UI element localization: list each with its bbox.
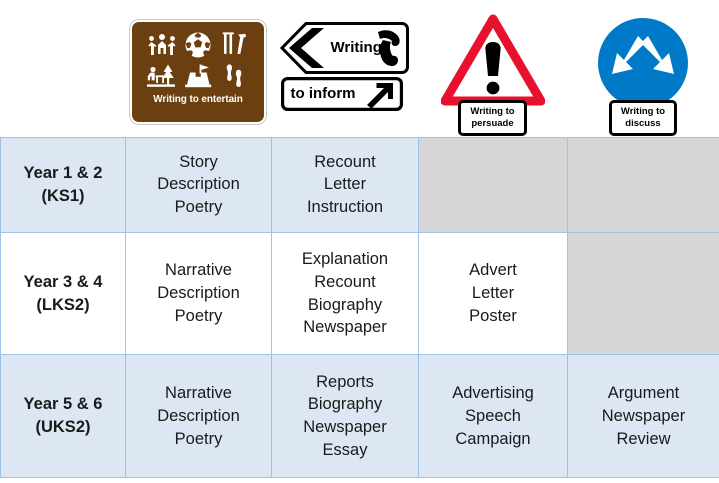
bowling-icon	[226, 64, 242, 87]
row-header-uks2: Year 5 & 6 (UKS2)	[0, 354, 126, 478]
writing-direction-sign: Writing	[279, 22, 409, 74]
sign-writing-to-inform: Writing to inform	[271, 0, 418, 137]
left-chevron-icon	[288, 28, 324, 68]
cricket-icon	[222, 32, 246, 54]
row-header-line2: (UKS2)	[35, 418, 91, 437]
sign-header-strip: Writing to entertain Writing	[0, 0, 719, 137]
persuade-label-plate: Writing to persuade	[458, 100, 527, 136]
persuade-label-line1: Writing to	[470, 106, 515, 117]
row-header-line2: (KS1)	[41, 186, 85, 205]
cell-lks2-discuss	[567, 231, 719, 356]
exclamation-mark-icon	[484, 42, 501, 95]
football-icon	[185, 32, 211, 57]
sandcastle-icon	[185, 64, 212, 87]
writing-sign-label: Writing	[330, 39, 382, 56]
cell-ks1-discuss	[567, 137, 719, 233]
discuss-label-plate: Writing to discuss	[608, 100, 678, 136]
persuade-label-line2: persuade	[471, 117, 514, 129]
picnic-site-icon	[147, 64, 175, 87]
to-inform-sign-label: to inform	[290, 85, 356, 102]
sign-writing-to-entertain: Writing to entertain	[125, 0, 271, 137]
cell-ks1-persuade	[418, 137, 568, 233]
direction-sign-shape	[279, 22, 409, 74]
row-header-ks1: Year 1 & 2 (KS1)	[0, 137, 126, 233]
sign-writing-to-discuss: Writing to discuss	[567, 0, 719, 137]
blue-circle-sign-icon	[598, 18, 688, 108]
brown-sign-caption: Writing to entertain	[153, 94, 243, 105]
row-header-line1: Year 1 & 2	[23, 164, 103, 183]
brown-tourist-sign: Writing to entertain	[130, 20, 266, 124]
row-header-lks2: Year 3 & 4 (LKS2)	[0, 231, 126, 356]
two-diverging-arrows-icon	[612, 36, 674, 74]
discuss-label-line1: Writing to	[620, 106, 666, 117]
theatre-icon	[148, 33, 176, 55]
diagonal-arrow-icon	[366, 83, 393, 109]
telephone-icon	[377, 30, 400, 66]
discuss-label-line2: discuss	[625, 117, 661, 129]
to-inform-sign-shape	[280, 77, 403, 111]
to-inform-direction-sign: to inform	[280, 77, 403, 111]
sign-writing-to-persuade: Writing to persuade	[418, 0, 567, 137]
brown-sign-icon-grid	[144, 29, 252, 91]
row-header-line1: Year 5 & 6	[23, 395, 103, 414]
row-header-line1: Year 3 & 4	[23, 272, 103, 291]
row-header-line2: (LKS2)	[36, 295, 90, 314]
warning-triangle-icon	[440, 14, 545, 106]
